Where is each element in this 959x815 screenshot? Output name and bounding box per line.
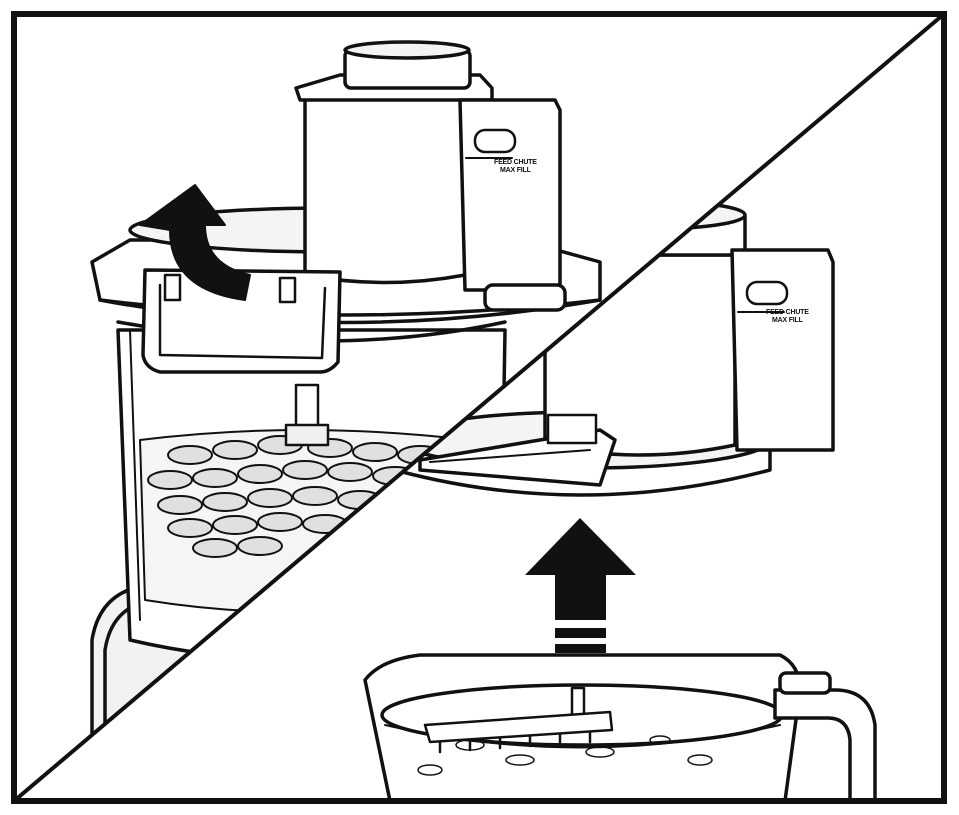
side-chute-detached xyxy=(730,248,835,452)
chute-label-line2: MAX FILL xyxy=(500,167,532,174)
chute-label-detached-line1: FEED CHUTE xyxy=(766,309,809,316)
blade-assembly xyxy=(423,710,614,744)
panel-divider xyxy=(12,12,946,803)
bowl-handle xyxy=(773,688,877,801)
figure-frame xyxy=(11,11,947,804)
chute-label-detached-line2: MAX FILL xyxy=(772,317,804,324)
feed-chute xyxy=(303,93,467,285)
curved-arrow-icon xyxy=(139,184,251,301)
chute-label-line1: FEED CHUTE xyxy=(494,159,537,166)
side-chute xyxy=(458,98,562,292)
